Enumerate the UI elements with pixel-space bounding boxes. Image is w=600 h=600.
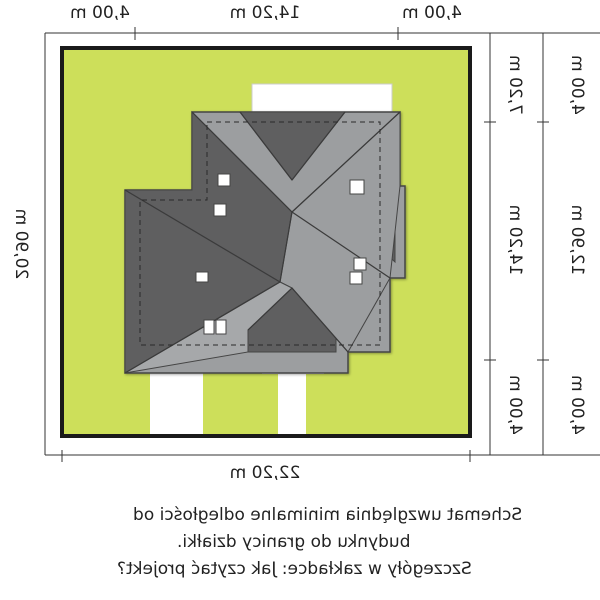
note-line-3: Szczegóły w zakładce: Jak czytać projekt… [117,559,472,579]
note-line-1: Schemat uwzględnia minimalne odległości … [132,505,522,525]
dim-right-outer-middle: 12,90 m [567,205,587,276]
note-line-2: budynku do granicy działki. [176,532,410,552]
wall-outline [139,121,381,346]
roof-windows [195,173,367,335]
house-roof [124,110,406,374]
plan-note: Schemat uwzględnia minimalne odległości … [0,505,600,600]
dim-bottom-total: 22,20 m [230,463,301,483]
dim-top-right: 4,00 m [402,3,462,23]
dim-right-outer-top: 4,00 m [567,55,587,115]
dimension-frame [44,27,600,462]
dim-right-inner-middle: 14,20 m [505,205,525,276]
walkway [278,372,306,434]
terrace-top [251,83,393,115]
driveway [150,372,203,434]
dim-top-center: 14,20 m [230,3,301,23]
dim-top-left: 4,00 m [70,3,130,23]
dim-right-inner-bottom: 4,00 m [505,375,525,435]
dim-right-inner-top: 7,20 m [505,55,525,115]
dim-right-outer-bottom: 4,00 m [567,375,587,435]
dim-left-total: 20,90 m [11,209,31,280]
